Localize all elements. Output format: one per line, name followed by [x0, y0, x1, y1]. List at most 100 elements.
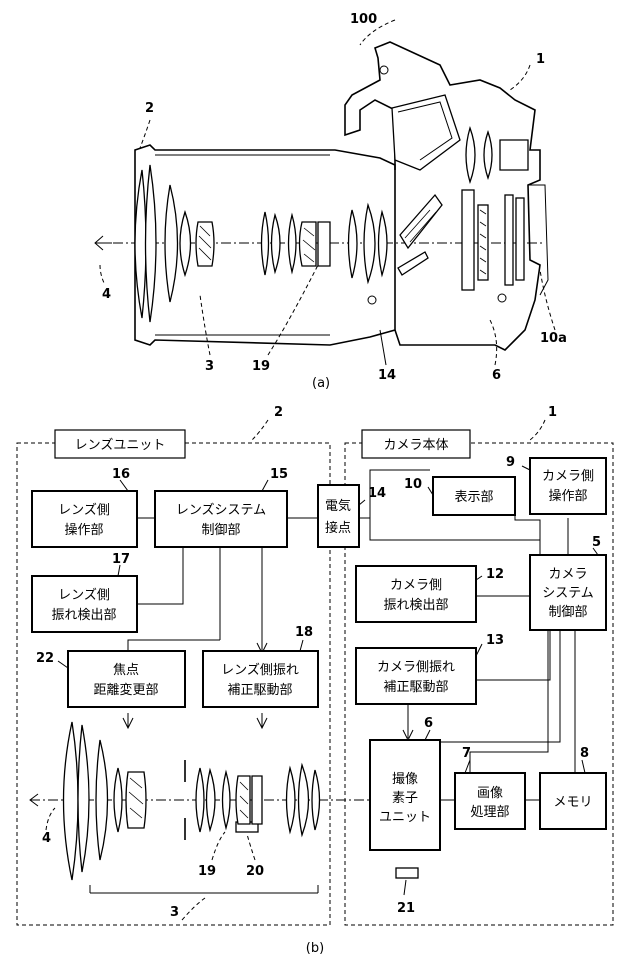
svg-text:撮像: 撮像	[392, 771, 418, 787]
label-3-b: 3	[170, 905, 179, 920]
screw-2	[367, 295, 377, 305]
block-lens-operation: レンズ側 操作部	[31, 490, 138, 548]
svg-text:操作部: 操作部	[548, 488, 587, 504]
block-lens-shake-detect: レンズ側 振れ検出部	[31, 575, 138, 633]
sensor-front-plate	[461, 189, 475, 291]
block-electrical-contact: 電気 接点	[317, 484, 360, 548]
eyepiece-barrel	[499, 139, 529, 171]
svg-text:制御部: 制御部	[548, 605, 587, 620]
svg-text:素子: 素子	[392, 791, 418, 806]
lens-mid-5	[317, 221, 331, 267]
label-16: 16	[112, 467, 130, 482]
label-19-b: 19	[198, 864, 216, 879]
label-100: 100	[350, 12, 377, 27]
block-lens-shake-correct: レンズ側振れ 補正駆動部	[202, 650, 319, 708]
sub-mirror	[397, 251, 429, 276]
label-14-a: 14	[378, 368, 396, 383]
label-4-a: 4	[102, 287, 111, 302]
svg-text:電気: 電気	[325, 498, 351, 514]
caption-a: (a)	[312, 376, 330, 391]
block-lens-system-control: レンズシステム 制御部	[154, 490, 288, 548]
connection-lines	[122, 469, 576, 801]
svg-text:カメラ側: カメラ側	[390, 578, 442, 593]
camera-body-title-box	[361, 429, 471, 459]
block-camera-operation: カメラ側 操作部	[529, 457, 607, 515]
svg-text:カメラ側振れ: カメラ側振れ	[377, 660, 455, 675]
label-22: 22	[36, 651, 54, 666]
label-15: 15	[270, 467, 288, 482]
eyepiece-lens-1	[465, 125, 476, 185]
block-focal-length-change: 焦点 距離変更部	[67, 650, 186, 708]
svg-text:補正駆動部: 補正駆動部	[227, 683, 292, 698]
flash-hinge	[379, 65, 389, 75]
lens-rear-1	[347, 209, 358, 279]
label-5: 5	[592, 535, 601, 550]
lens-front-1	[134, 169, 147, 319]
main-mirror	[399, 193, 443, 250]
svg-text:カメラ側: カメラ側	[542, 469, 594, 484]
label-2-b: 2	[274, 405, 283, 420]
label-14-b: 14	[368, 486, 386, 501]
label-3-a: 3	[205, 359, 214, 374]
svg-text:ユニット: ユニット	[379, 810, 431, 825]
pentaprism	[391, 94, 461, 171]
eyepiece-lens-2	[483, 130, 493, 180]
label-19-a: 19	[252, 359, 270, 374]
block-camera-system-control: カメラ システム 制御部	[529, 554, 607, 631]
label-6-b: 6	[424, 716, 433, 731]
lens-mid-1	[260, 211, 270, 276]
lens-front-5	[195, 221, 215, 267]
lens-front-2	[144, 164, 157, 323]
camera-body-title: カメラ本体	[383, 438, 448, 453]
label-10a: 10a	[540, 331, 567, 346]
lens-unit-title-box	[54, 429, 186, 459]
svg-text:レンズ側振れ: レンズ側振れ	[221, 662, 299, 678]
arrow-left-icon	[94, 235, 104, 251]
figure-a-leaders	[99, 19, 556, 366]
caption-b: (b)	[306, 941, 324, 956]
label-18: 18	[295, 625, 313, 640]
lens-rear-3	[377, 209, 388, 278]
label-12: 12	[486, 567, 504, 582]
block-display: 表示部	[432, 476, 516, 516]
svg-text:補正駆動部: 補正駆動部	[383, 680, 448, 695]
svg-text:システム: システム	[542, 586, 594, 601]
figure-b-leaders	[45, 419, 599, 921]
label-9: 9	[506, 455, 515, 470]
label-20: 20	[246, 864, 264, 879]
svg-text:処理部: 処理部	[470, 805, 509, 820]
sensor-chip	[477, 204, 489, 281]
label-1-b: 1	[548, 405, 557, 420]
block-camera-shake-correct: カメラ側振れ 補正駆動部	[355, 647, 477, 705]
component-21	[395, 867, 419, 879]
label-21: 21	[397, 901, 415, 916]
camera-body-outline	[344, 41, 541, 351]
svg-text:画像: 画像	[477, 786, 503, 801]
screw-1	[497, 293, 507, 303]
label-10: 10	[404, 477, 422, 492]
svg-text:レンズ側: レンズ側	[58, 587, 110, 603]
svg-text:表示部: 表示部	[454, 490, 493, 505]
svg-text:レンズシステム: レンズシステム	[176, 502, 266, 518]
svg-text:振れ検出部: 振れ検出部	[51, 608, 116, 623]
label-7: 7	[462, 746, 471, 761]
svg-text:メモリ: メモリ	[553, 795, 592, 810]
svg-text:焦点: 焦点	[113, 663, 139, 678]
label-17: 17	[112, 552, 130, 567]
label-6-a: 6	[492, 368, 501, 383]
lens-unit-title: レンズユニット	[75, 437, 166, 453]
lens-front-3	[164, 184, 179, 303]
svg-text:接点: 接点	[325, 520, 351, 536]
svg-text:距離変更部: 距離変更部	[93, 682, 158, 698]
svg-text:操作部: 操作部	[64, 522, 103, 538]
svg-text:カメラ: カメラ	[548, 567, 587, 582]
label-13: 13	[486, 633, 504, 648]
label-8: 8	[580, 746, 589, 761]
svg-text:制御部: 制御部	[201, 523, 240, 538]
camera-cross-section	[94, 41, 549, 351]
block-image-processing: 画像 処理部	[454, 772, 526, 830]
camera-body-frame	[344, 442, 614, 926]
block-image-sensor-unit: 撮像 素子 ユニット	[369, 739, 441, 851]
optical-train-b	[29, 721, 370, 894]
